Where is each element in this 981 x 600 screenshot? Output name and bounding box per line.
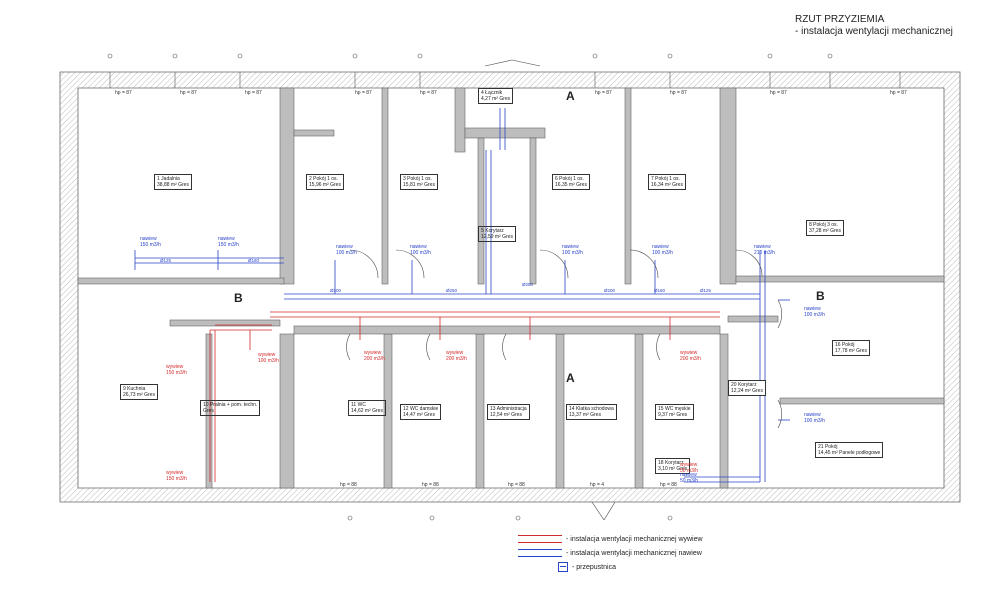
duct-size-7: Ø160	[654, 288, 666, 293]
window-mark-3: hp = 87	[245, 90, 262, 96]
legend-exhaust-label: - instalacja wentylacji mechanicznej wyw…	[566, 535, 703, 543]
exhaust-ducts	[209, 311, 720, 482]
duct-size-2: Ø160	[248, 258, 260, 263]
window-mark-9: hp = 87	[890, 90, 907, 96]
outer-walls	[59, 71, 961, 503]
legend: - instalacja wentylacji mechanicznej wyw…	[518, 532, 703, 574]
window-mark-2: hp = 87	[180, 90, 197, 96]
duct-size-5: Ø250	[522, 282, 534, 287]
room-6: 6 Pokój 1 os.16,35 m² Gres	[552, 174, 590, 190]
window-mark-7: hp = 87	[670, 90, 687, 96]
room-7: 7 Pokój 1 os.16,34 m² Gres	[648, 174, 686, 190]
room-8: 8 Pokój 3 os.37,28 m² Gres	[806, 220, 844, 236]
window-mark-8: hp = 87	[770, 90, 787, 96]
title-line-2: - instalacja wentylacji mechanicznej	[795, 26, 953, 37]
legend-exhaust: - instalacja wentylacji mechanicznej wyw…	[518, 532, 703, 546]
drawing-title: RZUT PRZYZIEMIA - instalacja wentylacji …	[795, 14, 953, 38]
duct-size-6: Ø200	[604, 288, 616, 293]
window-mark-13: hp = 88	[660, 482, 677, 488]
window-mark-14: hp = 4	[590, 482, 604, 488]
room-3: 3 Pokój 1 os.15,81 m² Gres	[400, 174, 438, 190]
window-mark-10: hp = 88	[340, 482, 357, 488]
window-mark-6: hp = 87	[595, 90, 612, 96]
window-mark-12: hp = 88	[508, 482, 525, 488]
window-mark-1: hp = 87	[115, 90, 132, 96]
window-marks	[107, 53, 901, 521]
window-mark-4: hp = 87	[355, 90, 372, 96]
title-line-1: RZUT PRZYZIEMIA	[795, 14, 885, 25]
room-2: 2 Pokój 1 os.15,96 m² Gres	[306, 174, 344, 190]
section-mark-b-left: B	[234, 291, 243, 305]
section-mark-a-bottom: A	[566, 371, 575, 385]
duct-size-1: Ø125	[160, 258, 172, 263]
legend-supply-label: - instalacja wentylacji mechanicznej naw…	[566, 549, 702, 557]
interior-walls	[77, 87, 945, 489]
room-10: 10 Pralnia + pom. techn. Gres	[200, 400, 261, 416]
duct-size-8: Ø125	[700, 288, 712, 293]
doors	[346, 59, 782, 521]
duct-size-3: Ø200	[330, 288, 342, 293]
exhaust-swatch	[518, 535, 562, 543]
window-mark-5: hp = 87	[420, 90, 437, 96]
duct-size-4: Ø250	[446, 288, 458, 293]
legend-supply: - instalacja wentylacji mechanicznej naw…	[518, 546, 703, 560]
section-mark-b-right: B	[816, 289, 825, 303]
supply-swatch	[518, 549, 562, 557]
legend-damper-label: - przepustnica	[572, 563, 616, 571]
legend-damper: - przepustnica	[518, 560, 703, 574]
window-mark-11: hp = 88	[422, 482, 439, 488]
damper-icon	[558, 562, 568, 572]
section-mark-a-top: A	[566, 89, 575, 103]
